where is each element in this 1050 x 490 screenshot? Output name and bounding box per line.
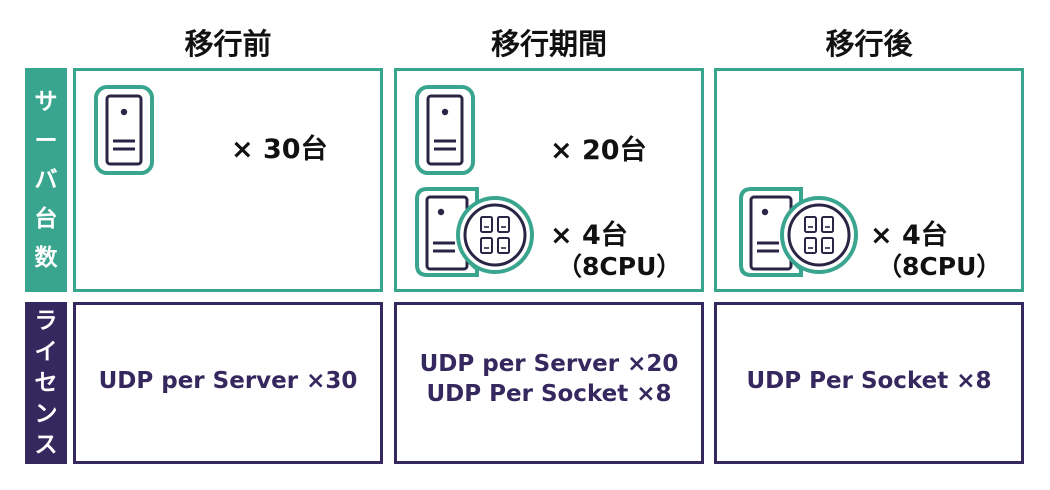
license-line: UDP per Server ×30 xyxy=(98,368,358,394)
license-cell-during: UDP per Server ×20 UDP Per Socket ×8 xyxy=(394,302,704,464)
license-cell-before: UDP per Server ×30 xyxy=(73,302,383,464)
header-before: 移行前 xyxy=(184,27,272,61)
license-text: UDP per Server ×20 UDP Per Socket ×8 xyxy=(397,350,701,410)
license-text: UDP Per Socket ×8 xyxy=(717,367,1021,397)
virtual-cpu-count: （8CPU） xyxy=(877,252,1002,281)
physical-server-count: × 30台 xyxy=(231,134,328,165)
side-char: イ xyxy=(34,338,58,365)
physical-server-count: × 20台 xyxy=(550,135,647,166)
side-char: 数 xyxy=(34,244,58,271)
side-char: ラ xyxy=(34,307,58,334)
license-line: UDP Per Socket ×8 xyxy=(746,368,992,394)
server-cell-after: × 4台 （8CPU） xyxy=(714,68,1024,292)
header-after: 移行後 xyxy=(825,27,913,61)
side-char: バ xyxy=(34,166,58,193)
server-tower-icon xyxy=(415,85,475,175)
side-char: セ xyxy=(34,369,58,396)
side-char: ス xyxy=(34,431,58,458)
side-char: ン xyxy=(34,400,58,427)
server-tower-icon xyxy=(94,85,154,175)
virtual-cpu-count: （8CPU） xyxy=(557,252,682,281)
side-char: 台 xyxy=(34,205,58,232)
server-tower-with-vm-cluster-icon xyxy=(415,187,534,277)
side-char: ー xyxy=(34,127,58,154)
side-label-server-count: サ ー バ 台 数 xyxy=(25,68,67,292)
license-line: UDP per Server ×20 xyxy=(419,351,679,377)
license-text: UDP per Server ×30 xyxy=(76,367,380,397)
server-cell-during: × 20台 × 4台 （8CPU） xyxy=(394,68,704,292)
side-label-license: ラ イ セ ン ス xyxy=(25,302,67,464)
server-cell-before: × 30台 xyxy=(73,68,383,292)
virtual-server-count: × 4台 xyxy=(550,220,628,251)
side-char: サ xyxy=(34,88,58,115)
virtual-server-count: × 4台 xyxy=(870,220,948,251)
server-tower-with-vm-cluster-icon xyxy=(739,187,858,277)
license-cell-after: UDP Per Socket ×8 xyxy=(714,302,1024,464)
license-line: UDP Per Socket ×8 xyxy=(426,380,672,407)
header-during: 移行期間 xyxy=(490,27,607,61)
